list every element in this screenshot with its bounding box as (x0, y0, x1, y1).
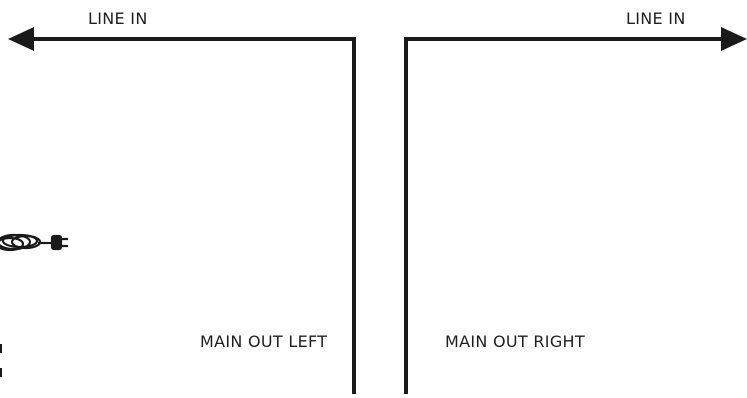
main-out-right-label: MAIN OUT RIGHT (445, 334, 585, 350)
line-in-left-label: LINE IN (88, 11, 148, 27)
main-out-left-label: MAIN OUT LEFT (200, 334, 327, 350)
arrow-right-icon (721, 27, 747, 51)
cut-off-text-fragments (0, 344, 2, 377)
arrow-left-icon (8, 27, 34, 51)
line-in-right-label: LINE IN (626, 11, 686, 27)
power-cable-icon (0, 235, 68, 250)
